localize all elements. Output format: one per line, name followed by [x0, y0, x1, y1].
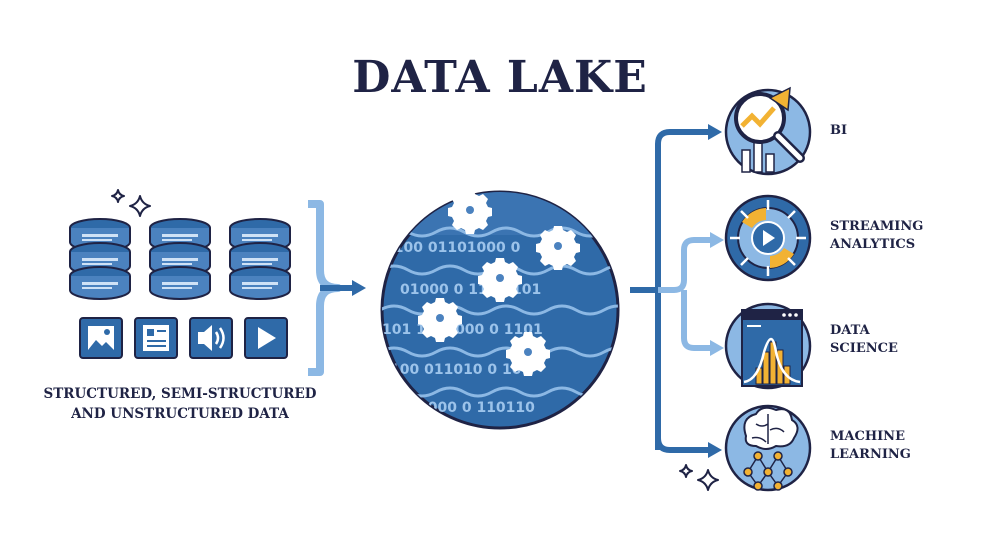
output-label-line2: SCIENCE [830, 341, 898, 356]
sparkle-icon [679, 464, 719, 491]
output-label-line2: LEARNING [830, 447, 911, 462]
gear-icon [448, 190, 492, 234]
gear-icon [506, 332, 550, 376]
source-caption: STRUCTURED, SEMI-STRUCTURED AND UNSTRUCT… [30, 384, 330, 424]
database-icon [229, 218, 291, 300]
brain-network-icon [724, 404, 812, 492]
output-label-bi: BI [830, 122, 847, 140]
gear-icon [478, 258, 522, 302]
output-label-streaming-analytics: STREAMING ANALYTICS [830, 218, 923, 254]
source-caption-line1: STRUCTURED, SEMI-STRUCTURED [43, 386, 317, 402]
output-label-line1: STREAMING [830, 219, 924, 234]
output-label-line1: BI [830, 123, 848, 138]
output-label-data-science: DATA SCIENCE [830, 322, 898, 358]
bell-curve-chart-icon [724, 302, 812, 390]
magnifier-chart-icon [724, 86, 812, 176]
output-label-line1: MACHINE [830, 429, 905, 444]
binary-row: 0100 01101000 0 [384, 240, 521, 256]
output-label-line2: ANALYTICS [830, 237, 916, 252]
database-icon [149, 218, 211, 300]
source-caption-line2: AND UNSTRUCTURED DATA [71, 406, 289, 422]
image-icon [79, 317, 123, 359]
output-connectors [630, 124, 724, 458]
document-icon [134, 317, 178, 359]
video-play-icon [244, 317, 288, 359]
gear-icon [536, 226, 580, 270]
output-label-machine-learning: MACHINE LEARNING [830, 428, 911, 464]
input-bracket [308, 200, 366, 376]
gear-icon [418, 298, 462, 342]
data-lake-circle: 0100 01101000 0 01000 0 110 1101 101 110… [380, 190, 620, 430]
binary-row: 100 011010 0 10 [390, 362, 522, 378]
binary-row: 1000 0 110110 [418, 400, 535, 416]
streaming-play-icon [724, 194, 812, 282]
page-title: DATA LAKE [352, 52, 648, 103]
output-label-line1: DATA [830, 323, 870, 338]
audio-icon [189, 317, 233, 359]
binary-row: 101 1101000 0 1101 [382, 322, 543, 338]
sparkle-icon [111, 189, 151, 217]
database-icon [69, 218, 131, 300]
